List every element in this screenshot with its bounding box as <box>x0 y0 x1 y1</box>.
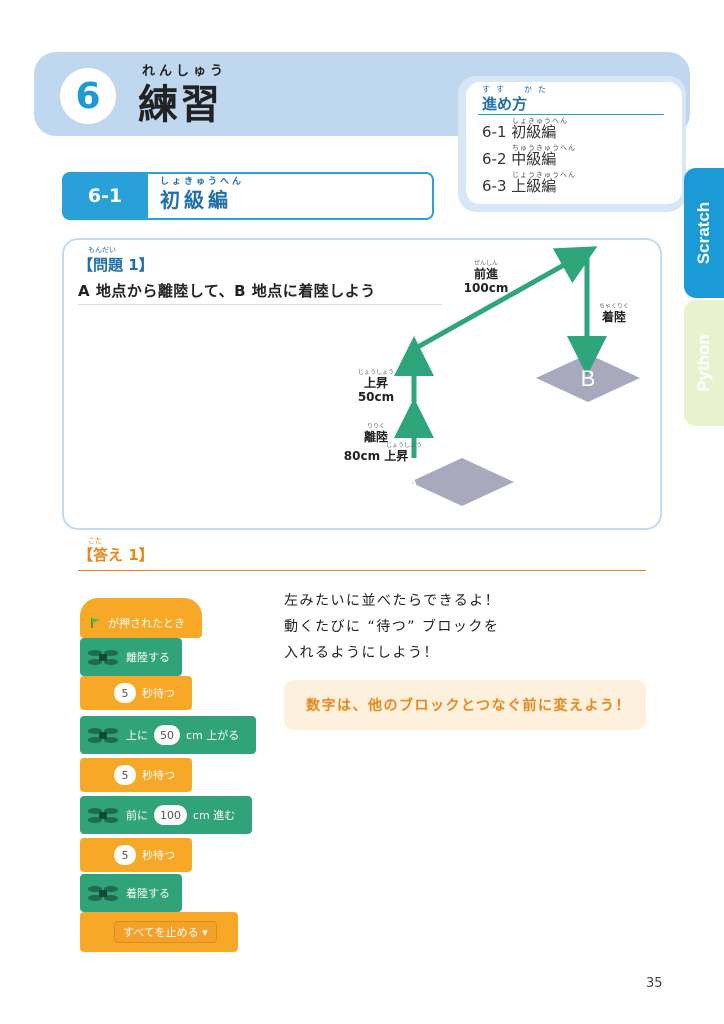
progress-divider <box>478 114 664 115</box>
drone-icon <box>88 808 118 823</box>
chapter-title: 練習 <box>138 82 222 128</box>
wait-block-label: 秒待つ <box>142 769 175 782</box>
point-b-label: B <box>580 366 596 391</box>
move-forward-prefix: 前に <box>126 809 148 822</box>
drone-icon <box>88 728 118 743</box>
wait-value-input[interactable]: 5 <box>114 765 136 785</box>
section-number-badge: 6-1 <box>62 172 148 220</box>
problem-text: A 地点から離陸して、B 地点に着陸しよう <box>78 282 376 300</box>
stop-all-dropdown[interactable]: すべてを止める ▾ <box>114 921 217 943</box>
wait-block[interactable]: 5 秒待つ <box>80 758 192 792</box>
takeoff-value: 80cm 上昇 <box>343 449 409 463</box>
rise-ruby: じょうしょう <box>357 369 394 376</box>
progress-item-2: 6-2 中級編 <box>482 150 557 168</box>
chapter-number: 6 <box>75 75 101 117</box>
land-block-label: 着陸する <box>126 887 170 900</box>
progress-title: 進め方 <box>482 95 528 113</box>
takeoff-block[interactable]: 離陸する <box>80 638 182 676</box>
landing-ruby: ちゃくりく <box>598 303 629 310</box>
wait-block[interactable]: 5 秒待つ <box>80 676 192 710</box>
move-up-block[interactable]: 上に 50 cm 上がる <box>80 716 256 754</box>
move-up-prefix: 上に <box>126 729 148 742</box>
drone-icon <box>88 650 118 665</box>
chapter-number-badge: 6 <box>60 68 116 124</box>
section-number: 6-1 <box>87 185 123 207</box>
answer-line-1: 左みたいに並べたらできるよ！ <box>284 593 501 609</box>
problem-label-ruby: もんだい <box>88 246 116 254</box>
takeoff-block-label: 離陸する <box>126 651 170 664</box>
wait-block-label: 秒待つ <box>142 687 175 700</box>
answer-divider <box>78 570 646 571</box>
progress-item-3: 6-3 上級編 <box>482 177 557 195</box>
land-block[interactable]: 着陸する <box>80 874 182 912</box>
forward-ruby: ぜんしん <box>473 260 498 267</box>
section-title-ruby: しょきゅうへん <box>160 177 245 187</box>
hat-block-label: が押されたとき <box>108 617 185 630</box>
progress-item-ruby: しょきゅうへん <box>512 117 568 125</box>
answer-label-ruby: こた <box>88 537 102 545</box>
tab-python[interactable]: Python <box>684 300 724 426</box>
stop-all-block[interactable]: すべてを止める ▾ <box>80 912 238 952</box>
forward-value: 100cm <box>463 281 509 295</box>
progress-card <box>466 82 682 204</box>
progress-item-ruby: じょうきゅうへん <box>512 171 576 179</box>
progress-item-1: 6-1 初級編 <box>482 123 557 141</box>
tab-scratch[interactable]: Scratch <box>684 168 724 298</box>
when-flag-clicked-block[interactable]: が押されたとき <box>80 598 202 638</box>
drone-icon <box>88 886 118 901</box>
point-b-pad <box>536 354 640 402</box>
answer-line-2: 動くたびに “待つ” ブロックを <box>284 619 500 635</box>
rise-value: 50cm <box>357 390 395 404</box>
progress-item-ruby: ちゅうきゅうへん <box>512 144 576 152</box>
flight-path-diagram <box>394 246 640 506</box>
answer-label: 【答え 1】 <box>78 546 154 564</box>
move-forward-block[interactable]: 前に 100 cm 進む <box>80 796 252 834</box>
takeoff-value-ruby: じょうしょう <box>386 442 423 449</box>
problem-label: 【問題 1】 <box>78 256 154 274</box>
rise-label: 上昇 <box>363 376 388 390</box>
takeoff-ruby: りりく <box>366 423 385 430</box>
answer-line-3: 入れるようにしよう！ <box>284 645 439 661</box>
move-up-suffix: cm 上がる <box>186 729 240 742</box>
point-a-pad <box>410 458 514 506</box>
forward-arrow <box>414 246 598 351</box>
wait-value-input[interactable]: 5 <box>114 845 136 865</box>
section-title: 初級編 <box>160 188 232 212</box>
tab-scratch-label: Scratch <box>694 201 713 265</box>
tip-text: 数字は、他のブロックとつなぐ前に変えよう！ <box>306 698 631 714</box>
page-number: 35 <box>646 976 663 991</box>
move-forward-suffix: cm 進む <box>193 809 236 822</box>
wait-block[interactable]: 5 秒待つ <box>80 838 192 872</box>
chapter-title-ruby: れんしゅう <box>142 64 228 79</box>
move-forward-value-input[interactable]: 100 <box>154 805 187 825</box>
tab-python-label: Python <box>694 334 713 392</box>
move-up-value-input[interactable]: 50 <box>154 725 180 745</box>
green-flag-icon <box>91 618 100 628</box>
wait-value-input[interactable]: 5 <box>114 683 136 703</box>
forward-label: 前進 <box>473 267 498 281</box>
point-a-label: A <box>402 467 418 492</box>
takeoff-label: 離陸 <box>363 430 388 444</box>
wait-block-label: 秒待つ <box>142 849 175 862</box>
progress-title-ruby: すす かた <box>482 85 552 94</box>
landing-label: 着陸 <box>601 310 626 324</box>
problem-underline <box>78 304 442 305</box>
tip-box <box>284 680 646 730</box>
